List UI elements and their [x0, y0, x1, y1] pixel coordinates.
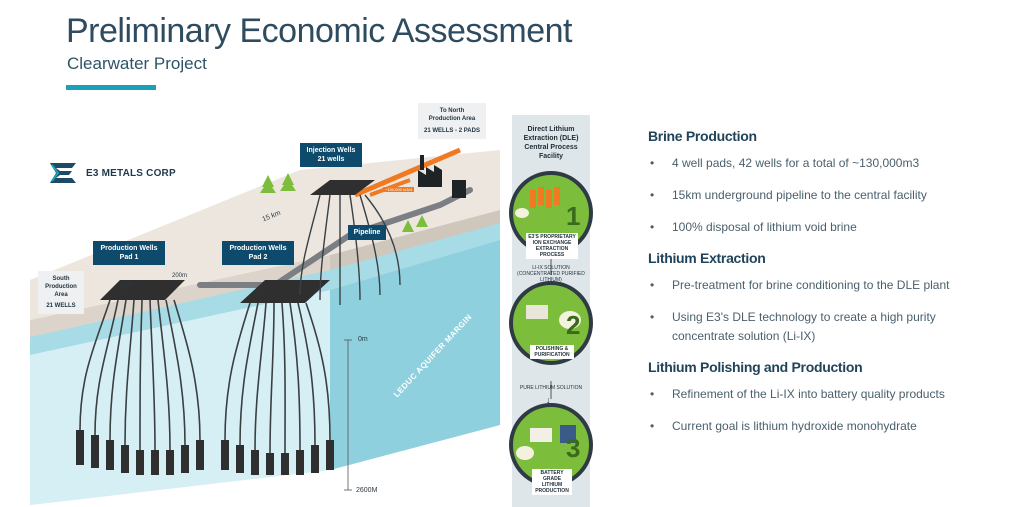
north-area-detail: 21 WELLS - 2 PADS — [424, 128, 480, 134]
list-item: 100% disposal of lithium void brine — [648, 218, 988, 237]
step3-label: BATTERY GRADE LITHIUM PRODUCTION — [532, 469, 572, 495]
south-area-line2: Production — [45, 284, 77, 290]
list-item: Current goal is lithium hydroxide monohy… — [648, 417, 988, 436]
pad1-line2: Pad 1 — [119, 254, 139, 261]
pad1-line1: Production Wells — [100, 245, 158, 252]
arrow-down-1-icon: ↓ — [546, 276, 551, 286]
pad2-line2: Pad 2 — [248, 254, 268, 261]
list-item: 4 well pads, 42 wells for a total of ~13… — [648, 154, 988, 173]
distance-200m-a: 200m — [172, 273, 188, 279]
page-subtitle: Clearwater Project — [67, 54, 207, 73]
list-item: Using E3's DLE technology to create a hi… — [648, 308, 988, 346]
section-brine-list: 4 well pads, 42 wells for a total of ~13… — [648, 154, 988, 237]
dle-facility-title: Direct Lithium Extraction (DLE) Central … — [514, 125, 588, 161]
south-area-detail: 21 WELLS — [46, 303, 76, 309]
dle-title3: Central Process — [524, 144, 578, 151]
injection-line2: 21 wells — [317, 156, 345, 163]
list-item: Pre-treatment for brine conditioning to … — [648, 276, 988, 295]
step3-number: 3 — [566, 433, 581, 463]
section-polishing-title: Lithium Polishing and Production — [648, 359, 863, 375]
step2-label: POLISHING & PURIFICATION — [530, 345, 574, 359]
depth-bottom-label: 2600M — [356, 487, 378, 494]
flow1-label: LI-IX SOLUTION (CONCENTRATED PURIFIED LI… — [517, 265, 585, 283]
diagram-graphic — [30, 115, 593, 507]
title-accent-bar — [66, 85, 156, 90]
logo: E3 METALS CORP — [48, 162, 176, 184]
step1-label: E3'S PROPRIETARY ION EXCHANGE EXTRACTION… — [526, 233, 578, 259]
pipeline-label: Pipeline — [348, 225, 386, 240]
dle-title4: Facility — [538, 153, 564, 160]
page-title: Preliminary Economic Assessment — [66, 12, 573, 50]
injection-line1: Injection Wells — [306, 147, 356, 154]
dle-title2: Extraction (DLE) — [523, 135, 579, 142]
section-polishing-list: Refinement of the Li-IX into battery qua… — [648, 385, 988, 436]
flow2-label: PURE LITHIUM SOLUTION — [519, 385, 583, 391]
section-brine-title: Brine Production — [648, 128, 757, 144]
dle-title1: Direct Lithium — [527, 126, 575, 133]
list-item: 15km underground pipeline to the central… — [648, 186, 988, 205]
summary-panel: Brine Production 4 well pads, 42 wells f… — [648, 128, 988, 449]
depth-top-label: 0m — [358, 336, 368, 343]
arrow-flow-label: ~130,000 m3/d — [383, 187, 414, 192]
process-diagram: South Production Area 21 WELLS To North … — [0, 95, 610, 507]
section-extraction-list: Pre-treatment for brine conditioning to … — [648, 276, 988, 346]
step2-number: 2 — [566, 310, 581, 340]
pad2-label: Production Wells Pad 2 — [222, 241, 294, 265]
pad2-line1: Production Wells — [229, 245, 287, 252]
logo-text: E3 METALS CORP — [86, 167, 176, 179]
pad1-label: Production Wells Pad 1 — [93, 241, 165, 265]
step1-number: 1 — [566, 201, 581, 231]
north-area-line1: To North — [439, 108, 465, 114]
injection-wells-label: Injection Wells 21 wells — [300, 143, 362, 167]
south-area-line1: South — [52, 276, 70, 282]
section-extraction-title: Lithium Extraction — [648, 250, 766, 266]
south-area-line3: Area — [54, 292, 68, 298]
south-area-callout: South Production Area 21 WELLS — [38, 271, 84, 314]
list-item: Refinement of the Li-IX into battery qua… — [648, 385, 988, 404]
north-area-line2: Production Area — [428, 116, 476, 122]
e3-logo-icon — [50, 163, 76, 183]
arrow-down-2-icon: ↓ — [546, 395, 551, 405]
north-area-callout: To North Production Area 21 WELLS - 2 PA… — [418, 103, 486, 139]
